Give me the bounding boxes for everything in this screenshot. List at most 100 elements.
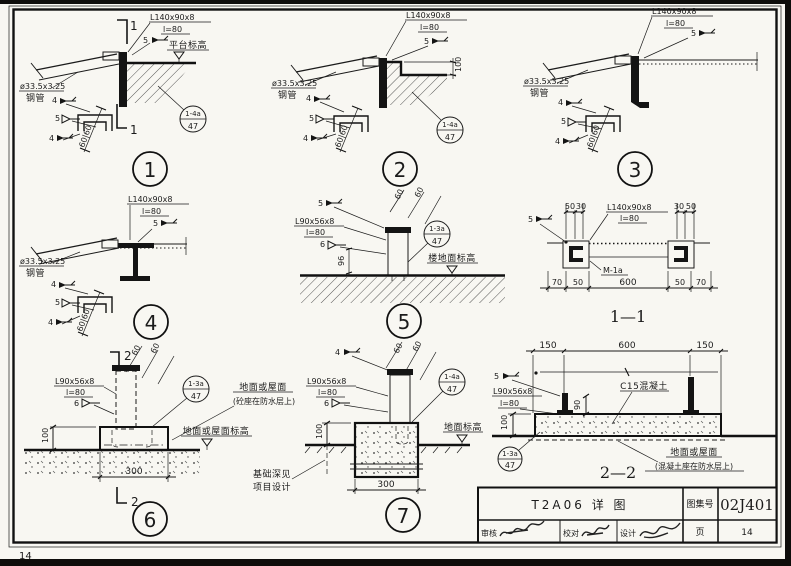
detail-6-cut-mark-top: 2: [124, 349, 132, 363]
detail-1-concrete-hatch: [126, 63, 192, 103]
detail-1-cut-mark-bottom: 1: [130, 123, 138, 137]
detail-4-pipe-size: ø33.5x3.25: [20, 257, 65, 266]
title-block-design-label: 设计: [620, 528, 636, 538]
detail-5-dim-60b: 60: [413, 186, 426, 199]
detail-5-dim-60a: 60: [393, 188, 406, 201]
section11-dim-70-right: 70: [696, 278, 706, 287]
detail-4-weld-4b: 4: [48, 318, 53, 327]
detail-4-angle-length: l=80: [142, 207, 161, 216]
section11-title: 1—1: [610, 307, 646, 326]
detail-2-dim-100: 100: [454, 57, 463, 72]
section22-dim-150-right: 150: [696, 341, 713, 351]
title-block-atlas-number: 02J401: [720, 496, 774, 514]
detail-1-elevation-label: 平台标高: [169, 39, 207, 51]
detail-7-number-circle: [385, 497, 421, 533]
detail-6-dim-100: 100: [41, 428, 50, 443]
detail-2-weld-4b: 4: [303, 134, 308, 143]
section-1-1: 5 50 30 30 50 L140x90x8 l=80: [528, 202, 718, 326]
detail-6: 2 2 60 60 L90x56x8 l=80 6 100 300: [24, 342, 295, 537]
section22-note-line2: (混凝土座在防水层上): [655, 461, 733, 471]
detail-6-dim-60a: 60: [130, 344, 143, 357]
detail-4-number: 4: [145, 311, 158, 335]
title-block-page-label: 页: [695, 527, 704, 538]
detail-6-weld-6: 6: [74, 399, 79, 408]
detail-3-weld-4b: 4: [555, 137, 560, 146]
title-block-atlas-label: 图集号: [686, 498, 713, 510]
detail-7-foundation-block: [353, 421, 420, 479]
detail-4-weld-4a: 4: [51, 280, 56, 289]
section22-dim-100: 100: [500, 415, 509, 430]
detail-2-index-page: 47: [445, 133, 455, 142]
section22-angle-label: L90x56x8: [493, 387, 532, 396]
detail-5-dim-96: 96: [337, 256, 346, 266]
section11-dim-50b-left: 50: [573, 278, 583, 287]
detail-2-angle-length: l=80: [420, 23, 439, 32]
detail-1-angle-label: L140x90x8: [150, 13, 194, 22]
section22-title: 2—2: [600, 463, 636, 482]
review-signature: [499, 520, 545, 537]
section11-angle-label: L140x90x8: [607, 203, 651, 212]
detail-5-weld-6: 6: [320, 240, 325, 249]
detail-3-pipe-size: ø33.5x3.25: [524, 77, 569, 86]
section22-dim-600: 600: [618, 341, 635, 351]
detail-1-number-circle: [132, 151, 168, 187]
check-signature: [581, 524, 610, 537]
detail-6-number: 6: [144, 508, 157, 532]
section11-m1a-label: M-1a: [603, 266, 623, 275]
detail-2-number: 2: [394, 158, 407, 182]
title-block-review-label: 审核: [481, 528, 497, 538]
detail-5-floor-hatch: [300, 277, 505, 303]
detail-5-number: 5: [398, 310, 411, 334]
section22-dim-90: 90: [573, 400, 582, 410]
detail-7-weld-4: 4: [335, 348, 340, 357]
detail-6-number-circle: [132, 501, 168, 537]
detail-7-dim-60a: 60: [392, 342, 405, 355]
detail-1-dim-6060: 60|60: [77, 124, 93, 149]
detail-3-weld-4a: 4: [558, 98, 563, 107]
detail-3-weld-5-top: 5: [691, 29, 696, 38]
design-signature: [639, 522, 681, 539]
detail-7-number: 7: [397, 504, 410, 528]
detail-7: 4 60 60 L90x56x8 l=80 6 100 基础深见 项目: [253, 340, 483, 533]
detail-2-index-top: 1-4a: [442, 121, 458, 129]
detail-7-dim-60b: 60: [411, 340, 424, 353]
page-number-corner: 14: [19, 551, 32, 562]
section11-dim-70-left: 70: [552, 278, 562, 287]
detail-7-weld-6: 6: [324, 399, 329, 408]
detail-3-weld-5b: 5: [561, 117, 566, 126]
detail-4-angle-label: L140x90x8: [128, 195, 172, 204]
section22-plinth: [534, 413, 722, 437]
detail-3-angle-label: L140x90x8: [652, 7, 696, 16]
detail-1: 1 1 L140x90x8 l=80 5 平台标高 ø33.5x3.25 钢管 …: [19, 13, 211, 187]
detail-4: L140x90x8 l=80 5 ø33.5x3.25 钢管 4 5 4: [19, 195, 189, 340]
section22-index-top: 1-3a: [502, 450, 518, 458]
detail-3-pipe-name: 钢管: [530, 87, 549, 99]
title-block-check-label: 校对: [563, 528, 579, 538]
detail-1-weld-4a: 4: [52, 96, 57, 105]
detail-1-weld-5-top: 5: [143, 36, 148, 45]
title-block-drawing-title: T2A06 详 图: [530, 497, 628, 512]
section22-index-page: 47: [505, 461, 515, 470]
detail-1-weld-5b: 5: [55, 114, 60, 123]
section22-dim-150-left: 150: [539, 341, 556, 351]
detail-2-number-circle: [382, 151, 418, 187]
detail-2-weld-5-top: 5: [424, 37, 429, 46]
section11-dim-50-right: 50: [686, 202, 696, 211]
sheet-frame: [8, 5, 782, 548]
detail-6-note-line2: (砼座在防水层上): [233, 396, 295, 406]
detail-7-foundation-note2: 项目设计: [253, 481, 291, 493]
detail-1-angle-length: l=80: [163, 25, 182, 34]
detail-4-pipe-name: 钢管: [26, 267, 45, 279]
detail-7-dim-300: 300: [377, 480, 394, 490]
section11-dim-30-left: 30: [576, 202, 586, 211]
detail-3-number: 3: [629, 158, 642, 182]
detail-6-index-page: 47: [191, 392, 201, 401]
detail-7-dim-100: 100: [315, 424, 324, 439]
detail-5-weld-5: 5: [318, 199, 323, 208]
detail-5-index-top: 1-3a: [429, 225, 445, 233]
detail-5-angle-label: L90x56x8: [295, 217, 334, 226]
detail-6-cut-mark-bottom: 2: [131, 495, 139, 509]
detail-3-angle-length: l=80: [666, 19, 685, 28]
